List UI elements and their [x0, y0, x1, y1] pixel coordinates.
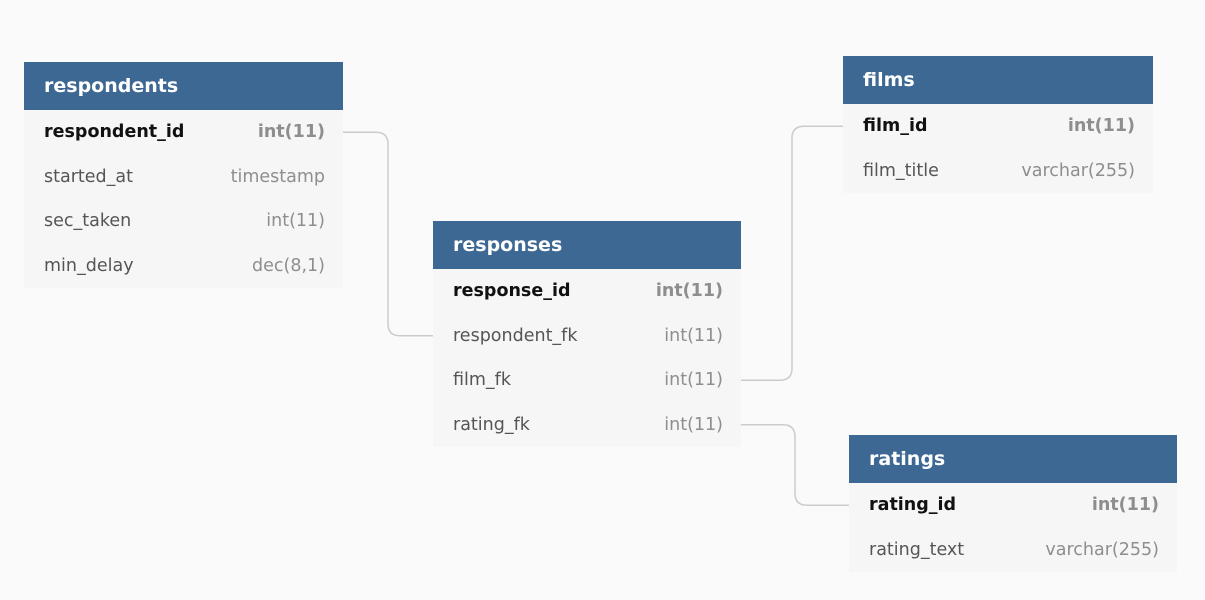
- column-name: respondent_id: [44, 122, 185, 143]
- column-name: respondent_fk: [453, 325, 578, 346]
- column-type: dec(8,1): [252, 255, 325, 276]
- table-responses[interactable]: responses response_id int(11) respondent…: [433, 221, 741, 447]
- column-name: response_id: [453, 281, 571, 302]
- column-name: film_id: [863, 116, 928, 137]
- table-title: films: [843, 56, 1153, 104]
- table-title: ratings: [849, 435, 1177, 483]
- column-row: respondent_id int(11): [24, 110, 343, 155]
- column-type: timestamp: [230, 166, 325, 187]
- column-row: rating_id int(11): [849, 483, 1177, 528]
- relation-line: [741, 125, 843, 381]
- column-type: int(11): [664, 325, 723, 346]
- column-name: film_title: [863, 160, 939, 181]
- column-row: respondent_fk int(11): [433, 314, 741, 359]
- column-type: int(11): [664, 414, 723, 435]
- table-title: responses: [433, 221, 741, 269]
- table-respondents[interactable]: respondents respondent_id int(11) starte…: [24, 62, 343, 288]
- column-type: varchar(255): [1045, 539, 1159, 560]
- column-name: rating_fk: [453, 414, 530, 435]
- column-name: sec_taken: [44, 211, 132, 232]
- column-row: min_delay dec(8,1): [24, 244, 343, 289]
- column-type: int(11): [1067, 116, 1135, 137]
- column-row: film_title varchar(255): [843, 149, 1153, 194]
- relation-line: [343, 131, 433, 337]
- column-row: rating_text varchar(255): [849, 528, 1177, 573]
- column-type: int(11): [664, 370, 723, 391]
- column-row: response_id int(11): [433, 269, 741, 314]
- column-name: rating_id: [869, 495, 957, 516]
- column-name: rating_text: [869, 539, 965, 560]
- table-title: respondents: [24, 62, 343, 110]
- column-type: int(11): [655, 281, 723, 302]
- column-type: varchar(255): [1021, 160, 1135, 181]
- column-type: int(11): [266, 211, 325, 232]
- column-type: int(11): [257, 122, 325, 143]
- column-row: sec_taken int(11): [24, 199, 343, 244]
- column-row: started_at timestamp: [24, 155, 343, 200]
- column-name: started_at: [44, 166, 133, 187]
- relation-line: [741, 424, 849, 506]
- column-name: film_fk: [453, 370, 511, 391]
- table-ratings[interactable]: ratings rating_id int(11) rating_text va…: [849, 435, 1177, 572]
- column-name: min_delay: [44, 255, 134, 276]
- column-row: rating_fk int(11): [433, 403, 741, 448]
- column-row: film_id int(11): [843, 104, 1153, 149]
- column-row: film_fk int(11): [433, 358, 741, 403]
- column-type: int(11): [1091, 495, 1159, 516]
- table-films[interactable]: films film_id int(11) film_title varchar…: [843, 56, 1153, 193]
